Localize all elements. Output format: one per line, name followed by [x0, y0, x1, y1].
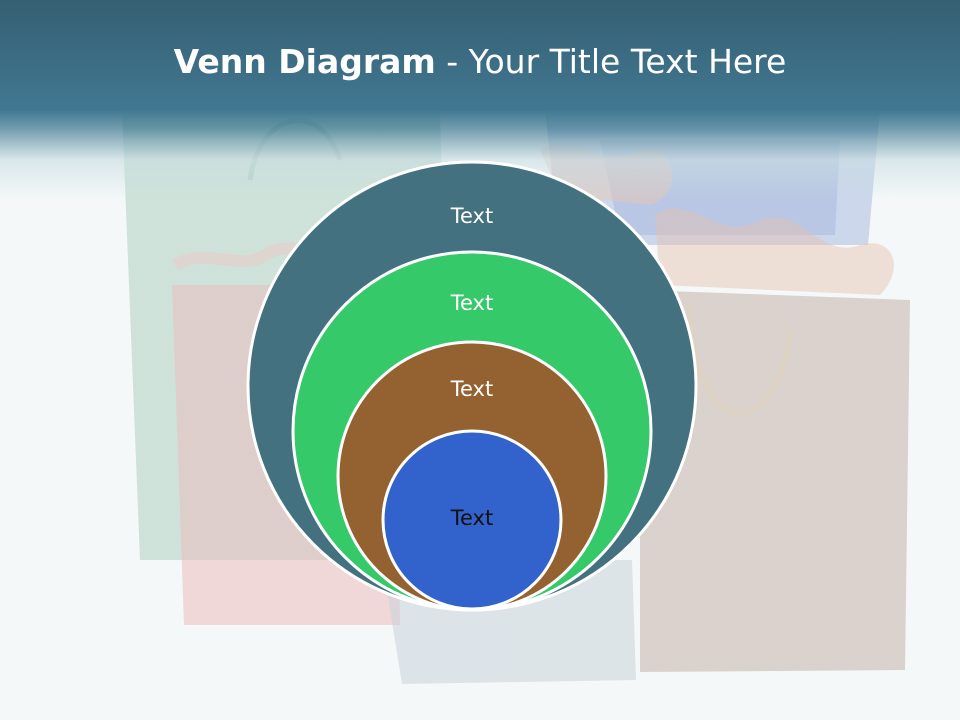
- circle-level-1-label: Text: [450, 204, 494, 228]
- circle-level-3-label: Text: [450, 377, 494, 401]
- slide-title-rest: - Your Title Text Here: [435, 42, 787, 81]
- slide-title: Venn Diagram - Your Title Text Here: [0, 40, 960, 84]
- slide-title-bold: Venn Diagram: [173, 42, 436, 81]
- circle-level-4-label: Text: [450, 506, 494, 530]
- circle-level-2-label: Text: [450, 291, 494, 315]
- circle-level-4[interactable]: [381, 429, 563, 611]
